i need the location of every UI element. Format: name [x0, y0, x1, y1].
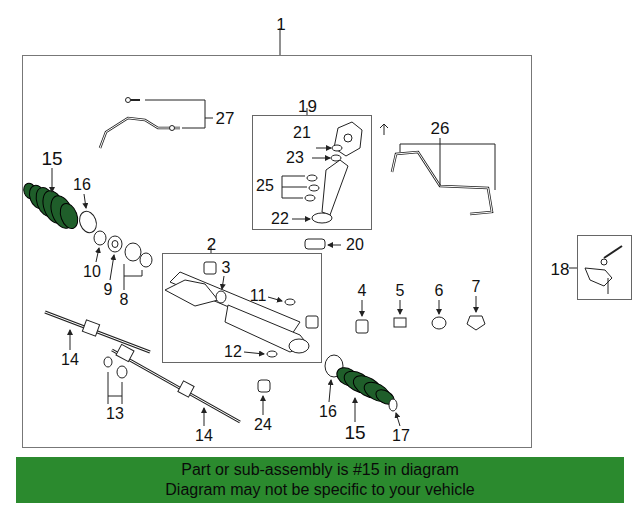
callout-number: 23	[286, 150, 304, 166]
callout-number: 27	[216, 110, 235, 127]
callout-number: 8	[120, 292, 129, 308]
callout-number: 1	[276, 16, 285, 33]
callout-number: 20	[346, 237, 364, 253]
callout-number: 21	[293, 125, 311, 141]
notice-text: Diagram may not be specific to your vehi…	[165, 480, 474, 500]
callout-number: 12	[224, 344, 242, 360]
callout-number: 18	[551, 261, 570, 278]
callout-number: 2	[207, 235, 216, 252]
tie-rod-box: 18	[577, 235, 632, 300]
callout-number: 15	[41, 149, 62, 168]
callout-number: 10	[83, 264, 101, 280]
valve-group-box: 19	[252, 115, 372, 230]
assembly-frame: 11 9 2	[22, 55, 532, 448]
callout-number: 13	[106, 406, 124, 422]
callout-number: 17	[392, 428, 410, 444]
callout-number: 11	[250, 288, 267, 304]
callout-number: 25	[256, 178, 274, 194]
callout-number: 16	[73, 177, 91, 193]
callout-number: 22	[271, 211, 289, 227]
callout-number: 24	[254, 417, 272, 433]
callout-number: 15	[344, 423, 365, 442]
callout-number: 5	[396, 283, 405, 299]
callout-number: 14	[195, 428, 213, 444]
callout-number: 16	[319, 404, 337, 420]
callout-number: 14	[61, 352, 79, 368]
callout-number: 26	[431, 120, 450, 137]
callout-number: 6	[435, 283, 444, 299]
callout-number: 7	[472, 279, 481, 295]
callout-number: 19	[298, 97, 317, 114]
callout-number: 4	[358, 283, 367, 299]
callout-number: 9	[104, 282, 113, 298]
info-band: Part or sub-assembly is #15 in diagramDi…	[16, 457, 624, 503]
notice-text: Part or sub-assembly is #15 in diagram	[181, 460, 458, 480]
callout-number: 3	[222, 260, 231, 276]
